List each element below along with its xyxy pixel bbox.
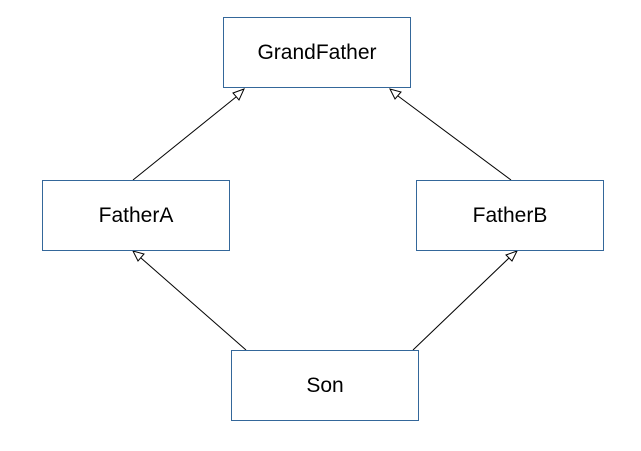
node-father-b: FatherB [416, 180, 604, 251]
hollow-arrowhead-icon [389, 88, 402, 100]
edge-son-to-fathera [132, 250, 247, 351]
edge-fathera-to-grandfather [132, 88, 245, 181]
node-son: Son [231, 350, 419, 421]
edge-son-to-fatherb [412, 250, 519, 351]
node-label-grandfather: GrandFather [257, 40, 377, 64]
hollow-arrowhead-icon [505, 250, 519, 262]
edge-fatherb-to-grandfather [389, 88, 512, 181]
hollow-arrowhead-icon [132, 250, 145, 262]
node-label-son: Son [306, 373, 344, 397]
node-grandfather: GrandFather [223, 17, 411, 88]
node-label-father-a: FatherA [98, 203, 174, 227]
node-label-father-b: FatherB [472, 203, 548, 227]
node-father-a: FatherA [42, 180, 230, 251]
hollow-arrowhead-icon [232, 88, 245, 101]
